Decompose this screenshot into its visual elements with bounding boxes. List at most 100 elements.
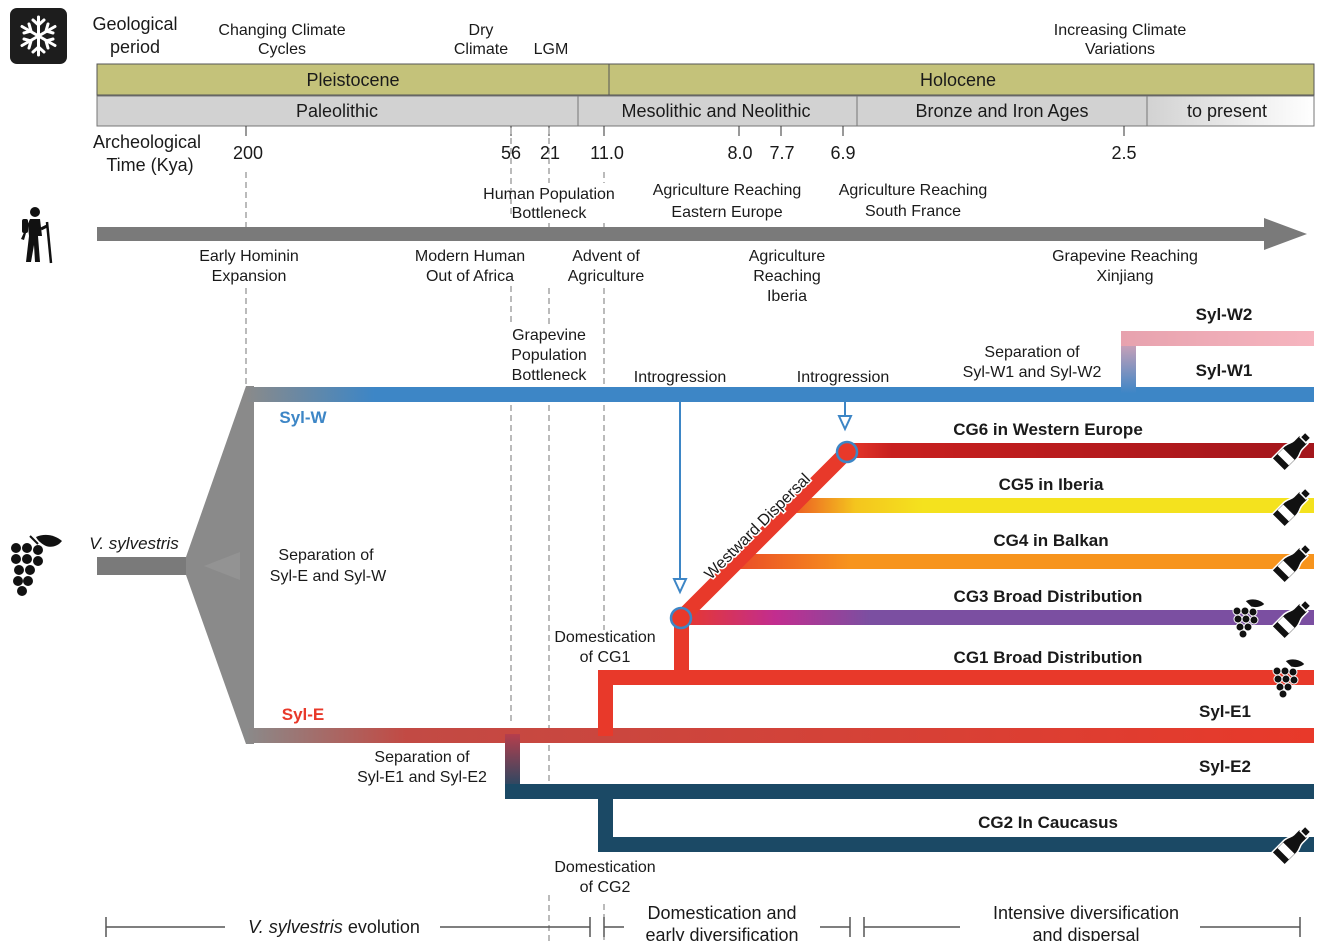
period-holocene-label: Holocene (920, 70, 996, 90)
domestication-cg2-line2: of CG2 (580, 879, 631, 896)
introgression-node-2 (835, 440, 859, 464)
syl-w2-label: Syl-W2 (1196, 305, 1253, 324)
event-hominin-line2: Expansion (212, 268, 287, 285)
introgression-arrow-1 (672, 402, 688, 595)
archeo-time-label-line1: Archeological (93, 132, 201, 152)
syl-e2-riser (505, 734, 520, 792)
cg2-label: CG2 In Caucasus (978, 813, 1118, 832)
cg3-branch (680, 610, 1314, 625)
sep-e-w-line2: Syl-E and Syl-W (270, 568, 387, 585)
archeo-paleolithic-bar (96, 95, 579, 127)
event-iberia-line2: Reaching (753, 268, 821, 285)
grape-icon (1232, 598, 1266, 639)
syl-w-branch (246, 387, 1314, 402)
archeo-neolithic-label: Mesolithic and Neolithic (621, 101, 810, 121)
wine-bottle-icon (1270, 487, 1312, 529)
geological-label-line1: Geological (92, 14, 177, 34)
archeo-bronze-iron-bar (856, 95, 1148, 127)
syl-w1-label: Syl-W1 (1196, 361, 1253, 380)
cg6-label: CG6 in Western Europe (953, 420, 1143, 439)
cg4-branch (735, 554, 1314, 569)
phase-3-label-line2: and dispersal (1032, 925, 1139, 941)
time-ticks (245, 126, 1125, 136)
sep-w1-w2-line1: Separation of (984, 344, 1080, 361)
root-label: V. sylvestris (89, 534, 179, 553)
tick-label-21: 21 (540, 143, 560, 163)
phase-bracket-1 (105, 917, 591, 937)
cg2-branch (598, 837, 1314, 852)
root-branch (97, 557, 192, 575)
sep-e-w-line1: Separation of (278, 547, 374, 564)
cg5-label: CG5 in Iberia (999, 475, 1104, 494)
human-timeline-arrow (97, 218, 1307, 250)
cg6-branch (845, 443, 1314, 458)
cg1-branch (598, 670, 1314, 685)
climate-event-variations-line1: Increasing Climate (1054, 22, 1187, 39)
event-eastern-europe-line2: Eastern Europe (671, 204, 782, 221)
wine-bottle-icon (1270, 825, 1312, 867)
event-hominin-line1: Early Hominin (199, 248, 299, 265)
climate-event-cycles-line1: Changing Climate (218, 22, 345, 39)
event-out-of-africa-line2: Out of Africa (426, 268, 514, 285)
syl-e2-branch (505, 784, 1314, 799)
climate-event-variations-line2: Variations (1085, 41, 1155, 58)
event-human-bottleneck-line1: Human Population (483, 186, 615, 203)
event-iberia-line1: Agriculture (749, 248, 826, 265)
phase-bracket-3 (863, 917, 1301, 937)
cg1-riser (598, 670, 613, 736)
phase-1-label: V. sylvestris evolution (248, 917, 420, 937)
cg4-label: CG4 in Balkan (993, 531, 1108, 550)
event-out-of-africa-line1: Modern Human (415, 248, 525, 265)
wine-bottle-icon (1270, 431, 1312, 473)
grapevine-bottleneck-line2: Population (511, 347, 587, 364)
sep-e1-e2-line2: Syl-E1 and Syl-E2 (357, 769, 487, 786)
event-agriculture-line2: Agriculture (568, 268, 645, 285)
period-pleistocene-bar (96, 63, 610, 96)
geological-label-line2: period (110, 37, 160, 57)
event-iberia-line3: Iberia (767, 288, 807, 305)
syl-w2-branch (1121, 331, 1314, 346)
domestication-cg2-line1: Domestication (554, 859, 655, 876)
event-human-bottleneck-line2: Bottleneck (512, 205, 588, 222)
period-pleistocene-label: Pleistocene (306, 70, 399, 90)
phase-2-label-line2: early diversification (645, 925, 798, 941)
climate-event-dry-line1: Dry (469, 22, 494, 39)
introgression-label-2: Introgression (797, 369, 890, 386)
introgression-node-1 (669, 606, 693, 630)
introgression-label-1: Introgression (634, 369, 727, 386)
event-xinjiang-line1: Grapevine Reaching (1052, 248, 1198, 265)
grape-icon (11, 534, 62, 596)
archeo-present-label: to present (1187, 101, 1267, 121)
syl-e1-label: Syl-E1 (1199, 702, 1251, 721)
cg1-label: CG1 Broad Distribution (954, 648, 1143, 667)
event-south-france-line1: Agriculture Reaching (839, 182, 988, 199)
phase-2-label-line1: Domestication and (647, 903, 796, 923)
westward-dispersal-branch (673, 444, 855, 626)
sep-e1-e2-line1: Separation of (374, 749, 470, 766)
cg3-label: CG3 Broad Distribution (954, 587, 1143, 606)
climate-event-lgm: LGM (534, 41, 569, 58)
domestication-cg1-line2: of CG1 (580, 649, 631, 666)
climate-event-cycles-line2: Cycles (258, 41, 306, 58)
archeo-time-label-line2: Time (Kya) (106, 155, 193, 175)
wine-bottle-icon (1270, 599, 1312, 641)
event-south-france-line2: South France (865, 203, 961, 220)
cg2-riser (598, 792, 613, 845)
tick-label-11: 11.0 (590, 143, 624, 163)
tick-label-8: 8.0 (727, 143, 752, 163)
archeo-present-bar (1146, 95, 1315, 127)
syl-w-label: Syl-W (279, 408, 327, 427)
syl-e-branch (246, 728, 1314, 743)
archeo-paleolithic-label: Paleolithic (296, 101, 378, 121)
phase-3-label-line1: Intensive diversification (993, 903, 1179, 923)
tick-label-7-7: 7.7 (769, 143, 794, 163)
archeo-bronze-iron-label: Bronze and Iron Ages (915, 101, 1088, 121)
introgression-arrow-2 (837, 402, 853, 432)
tick-label-6-9: 6.9 (830, 143, 855, 163)
event-xinjiang-line2: Xinjiang (1097, 268, 1154, 285)
grapevine-bottleneck-line3: Bottleneck (512, 367, 588, 384)
wine-bottle-icon (1270, 543, 1312, 585)
domestication-cg1-line1: Domestication (554, 629, 655, 646)
event-agriculture-line1: Advent of (572, 248, 640, 265)
